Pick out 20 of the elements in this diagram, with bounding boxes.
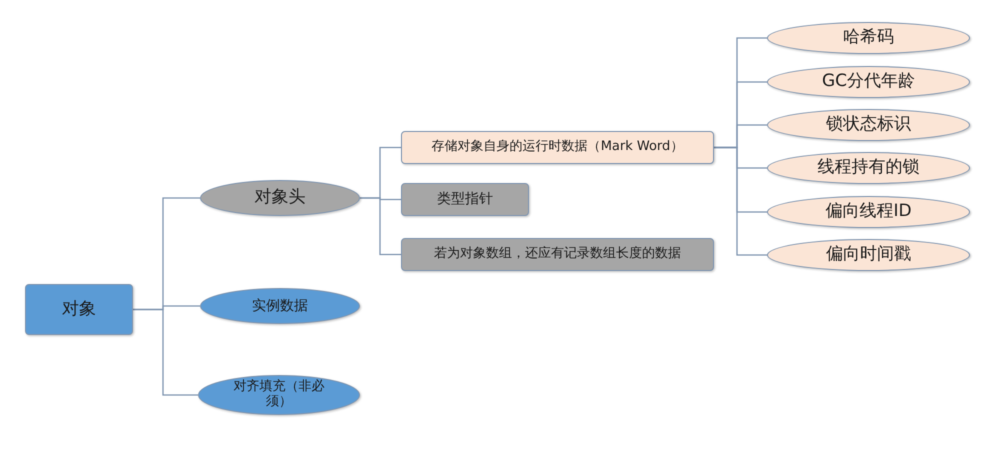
node-label: 锁状态标识: [826, 115, 911, 135]
bracket-connector: [714, 146, 767, 256]
node-label: 对象头: [254, 188, 306, 208]
node-label: 对象: [62, 300, 96, 320]
bracket-connector: [360, 197, 401, 256]
node-label: 哈希码: [843, 28, 894, 48]
node-label: 对齐填充（非必须）: [232, 380, 326, 410]
bracket-connector: [133, 308, 198, 396]
rect-node: [401, 183, 529, 216]
node-label: 类型指针: [437, 191, 493, 208]
node-label: 线程持有的锁: [818, 158, 920, 178]
node-label: 实例数据: [252, 298, 308, 314]
node-label: 偏向线程ID: [825, 202, 912, 222]
node-label: 存储对象自身的运行时数据（Mark Word）: [432, 140, 684, 155]
node-label: GC分代年龄: [822, 72, 916, 92]
rect-node: [25, 284, 133, 335]
rect-node: [401, 238, 714, 271]
node-label: 偏向时间戳: [826, 245, 911, 265]
rect-node: [401, 131, 714, 164]
node-label: 若为对象数组，还应有记录数组长度的数据: [434, 247, 681, 262]
